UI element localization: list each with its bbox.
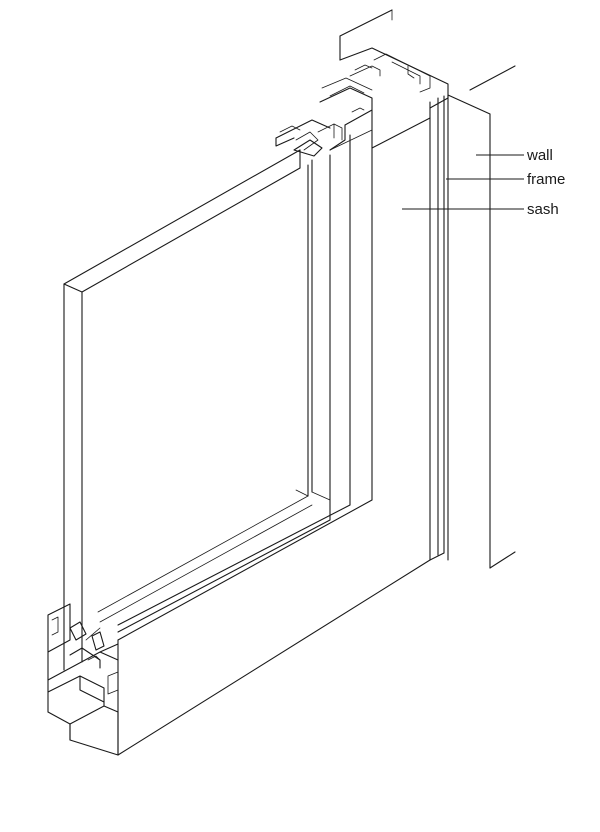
leader-lines [402, 154, 524, 210]
label-wall: wall [526, 147, 553, 164]
glass-pane [63, 131, 319, 621]
label-sash: sash [527, 201, 559, 218]
glazing-bead-top [275, 119, 343, 157]
wall-block [339, 9, 516, 569]
label-frame: frame [527, 171, 565, 188]
sash-profile [97, 77, 431, 756]
bottom-profile [47, 603, 119, 756]
frame-profile [339, 47, 449, 561]
